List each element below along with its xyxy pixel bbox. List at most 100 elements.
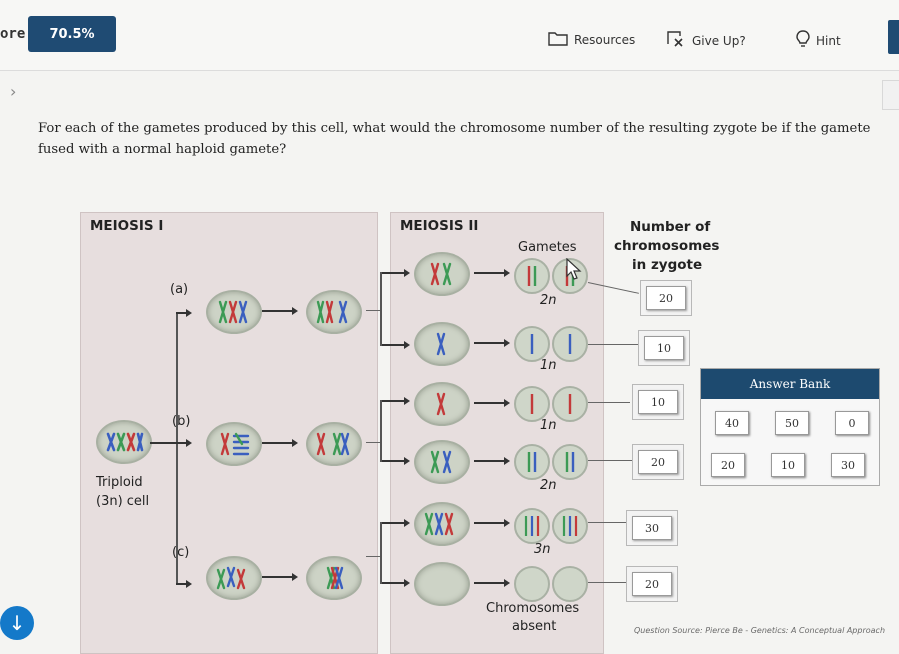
bracket-c — [380, 522, 382, 584]
folder-icon — [548, 30, 568, 49]
question-text: For each of the gametes produced by this… — [38, 121, 871, 157]
zygote-title-line1: Number of — [630, 219, 711, 235]
meiosis-one-cell-b2 — [306, 422, 362, 466]
triploid-label-line1: Triploid — [96, 475, 143, 490]
ploidy-label-4: 2n — [540, 478, 557, 493]
menu-button[interactable] — [888, 20, 899, 54]
answer-slot-4[interactable]: 20 — [632, 444, 684, 480]
arrow-g-2 — [474, 339, 510, 347]
ploidy-label-2: 1n — [540, 358, 557, 373]
meiosis-two-title: MEIOSIS II — [400, 218, 479, 234]
gamete-6a — [514, 566, 550, 602]
meiosis-two-cell-4 — [414, 440, 470, 484]
bank-chip-50[interactable]: 50 — [775, 411, 809, 435]
bank-chip-20[interactable]: 20 — [711, 453, 745, 477]
arrow-m2-1 — [382, 269, 410, 277]
absent-label-line1: Chromosomes — [486, 601, 580, 616]
give-up-button[interactable]: Give Up? — [666, 30, 746, 51]
scroll-down-button[interactable]: ↓ — [0, 606, 34, 640]
meiosis-one-title: MEIOSIS I — [90, 218, 164, 234]
triploid-cell — [96, 420, 152, 464]
ploidy-label-5: 3n — [534, 542, 551, 557]
meiosis-one-cell-c1 — [206, 556, 262, 600]
meiosis-two-cell-1 — [414, 252, 470, 296]
question-source: Question Source: Pierce Be - Genetics: A… — [634, 626, 886, 635]
zygote-title-line2: chromosomes — [614, 238, 720, 254]
gamete-4a — [514, 444, 550, 480]
absent-label-line2: absent — [512, 619, 557, 634]
answer-slot-3[interactable]: 10 — [632, 384, 684, 420]
answer-chip-2[interactable]: 10 — [644, 336, 684, 360]
hint-button[interactable]: Hint — [796, 30, 841, 51]
side-panel-toggle[interactable] — [882, 80, 899, 110]
answer-bank-title: Answer Bank — [701, 369, 879, 399]
gamete-3a — [514, 386, 550, 422]
connector-5 — [588, 522, 628, 523]
arrow-g-4 — [474, 457, 510, 465]
bank-chip-0[interactable]: 0 — [835, 411, 869, 435]
answer-chip-5[interactable]: 30 — [632, 516, 672, 540]
answer-chip-3[interactable]: 10 — [638, 390, 678, 414]
lightbulb-icon — [796, 30, 810, 51]
gamete-5a — [514, 508, 550, 544]
resources-label: Resources — [574, 32, 636, 47]
arrow-g-6 — [474, 579, 510, 587]
meiosis-two-cell-2 — [414, 322, 470, 366]
chevron-right-icon[interactable]: › — [10, 82, 17, 101]
meiosis-one-cell-c2 — [306, 556, 362, 600]
score-badge: 70.5% — [28, 16, 116, 52]
bracket-c-stem — [366, 556, 380, 557]
answer-slot-6[interactable]: 20 — [626, 566, 678, 602]
answer-slot-2[interactable]: 10 — [638, 330, 690, 366]
top-bar: ore: 70.5% Resources Give Up? Hint — [0, 0, 899, 71]
answer-bank: Answer Bank 40 50 0 20 10 30 — [700, 368, 880, 486]
bracket-b — [380, 400, 382, 462]
answer-slot-5[interactable]: 30 — [626, 510, 678, 546]
branch-a-arrow — [176, 309, 192, 317]
gametes-title: Gametes — [518, 240, 577, 255]
connector-4 — [588, 460, 640, 461]
arrow-m2-4 — [382, 457, 410, 465]
gamete-1a — [514, 258, 550, 294]
bracket-b-stem — [366, 442, 380, 443]
arrow-down-icon: ↓ — [8, 611, 26, 635]
gamete-3b — [552, 386, 588, 422]
zygote-title-line3: in zygote — [632, 257, 703, 273]
answer-slot-1[interactable]: 20 — [640, 280, 692, 316]
answer-chip-1[interactable]: 20 — [646, 286, 686, 310]
gamete-2a — [514, 326, 550, 362]
branch-a-label: (a) — [170, 282, 189, 297]
give-up-label: Give Up? — [692, 33, 746, 48]
meiosis-two-cell-3 — [414, 382, 470, 426]
gamete-4b — [552, 444, 588, 480]
meiosis-one-cell-a1 — [206, 290, 262, 334]
arrow-a1 — [262, 307, 298, 315]
branch-c-label: (c) — [172, 545, 190, 560]
arrow-b1 — [262, 439, 298, 447]
meiosis-one-cell-b1 — [206, 422, 262, 466]
arrow-g-5 — [474, 519, 510, 527]
bank-chip-10[interactable]: 10 — [771, 453, 805, 477]
connector-3 — [588, 402, 630, 403]
bank-chip-40[interactable]: 40 — [715, 411, 749, 435]
answer-chip-6[interactable]: 20 — [632, 572, 672, 596]
arrow-m2-5 — [382, 519, 410, 527]
meiosis-one-bracket — [176, 312, 178, 584]
bracket-a-stem — [366, 310, 380, 311]
resources-button[interactable]: Resources — [548, 30, 635, 49]
arrow-m2-3 — [382, 397, 410, 405]
bracket-a — [380, 272, 382, 346]
answer-chip-4[interactable]: 20 — [638, 450, 678, 474]
ploidy-label-3: 1n — [540, 418, 557, 433]
meiosis-two-cell-5 — [414, 502, 470, 546]
mouse-cursor-icon — [566, 257, 582, 286]
hint-label: Hint — [816, 33, 841, 48]
ploidy-label-1: 2n — [540, 293, 557, 308]
bank-chip-30[interactable]: 30 — [831, 453, 865, 477]
give-up-icon — [666, 30, 686, 51]
gamete-6b — [552, 566, 588, 602]
branch-c-arrow — [176, 580, 192, 588]
arrow-c1 — [262, 573, 298, 581]
meiosis-two-cell-6 — [414, 562, 470, 606]
meiosis-one-cell-a2 — [306, 290, 362, 334]
